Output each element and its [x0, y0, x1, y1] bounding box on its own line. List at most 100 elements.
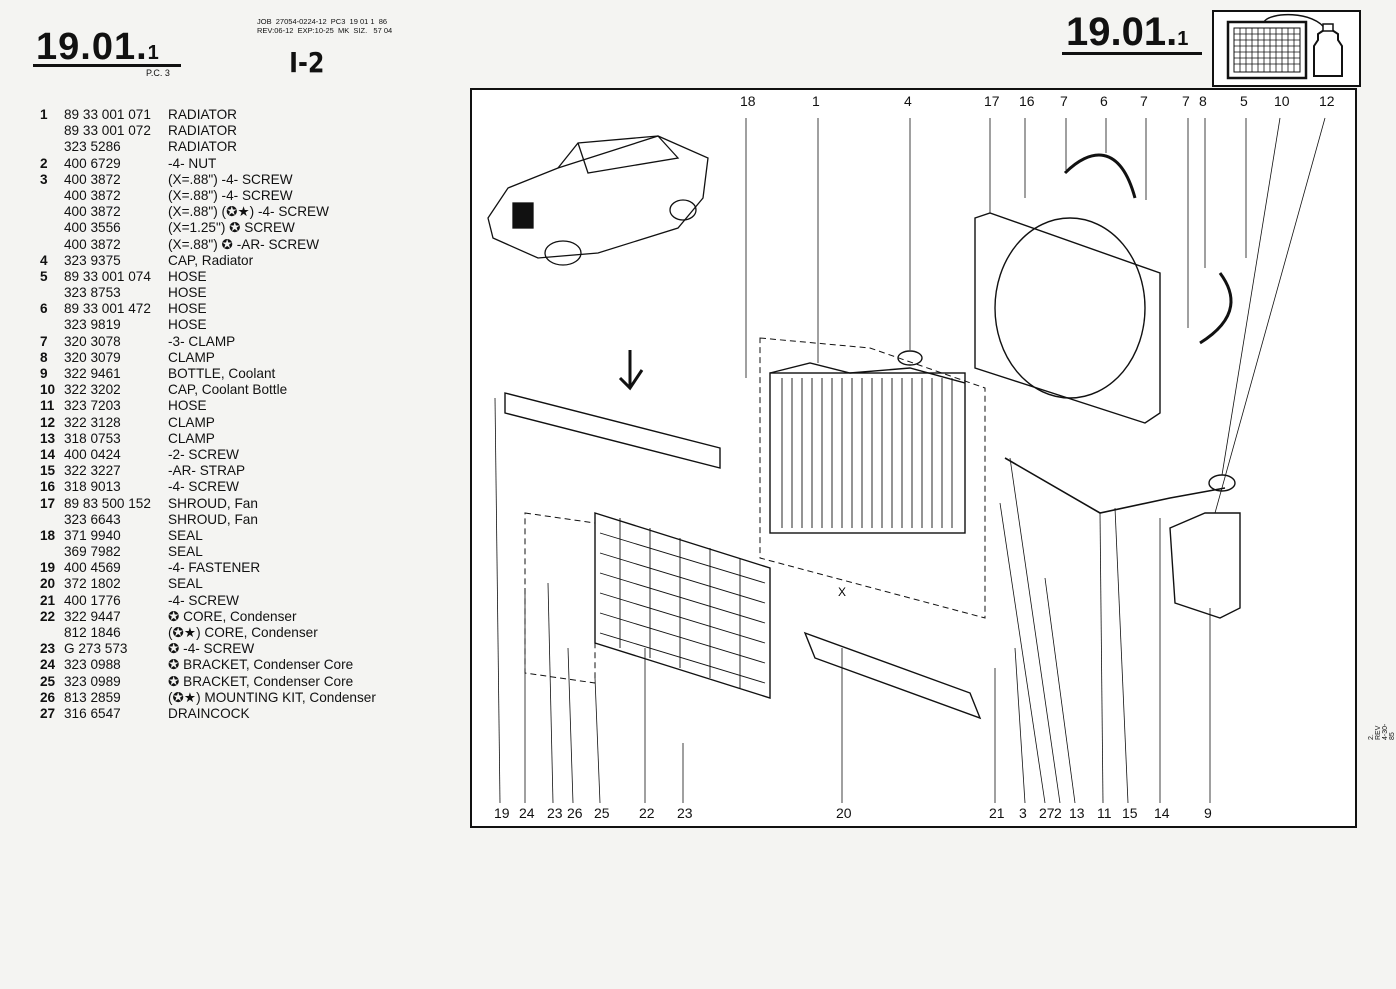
parts-ref: 25: [40, 673, 56, 689]
parts-desc: HOSE: [168, 398, 207, 414]
parts-desc: RADIATOR: [168, 139, 237, 155]
parts-desc: SHROUD, Fan: [168, 495, 258, 511]
parts-pno: G 273 573: [64, 641, 128, 657]
seal-strip-lower: [803, 631, 982, 720]
parts-desc: -AR- STRAP: [168, 463, 246, 479]
parts-desc: -4- SCREW: [168, 479, 239, 495]
parts-desc: (X=.88") -4- SCREW: [168, 187, 293, 203]
callout-number: 15: [1122, 805, 1138, 821]
job-line-1: JOB 27054-0224-12 PC3 19 01 1 86: [257, 17, 388, 26]
parts-ref: 7: [40, 333, 48, 349]
diagram-drawing: [494, 117, 1326, 804]
parts-pno: 812 1846: [64, 625, 121, 640]
parts-pno: 371 9940: [64, 527, 121, 543]
parts-pno: 322 9461: [64, 366, 121, 381]
diagram-frame: [470, 88, 1357, 828]
callout-number: 14: [1154, 805, 1170, 821]
parts-ref: 10: [40, 382, 56, 398]
callout-number: 22: [639, 805, 655, 821]
parts-desc: RADIATOR: [168, 123, 237, 139]
parts-desc: (X=1.25") ✪ SCREW: [168, 220, 295, 236]
radiator-icon: [1212, 10, 1361, 87]
parts-desc: CAP, Coolant Bottle: [168, 382, 288, 398]
section-number-main: 19.01.: [36, 26, 148, 68]
parts-desc: (X=.88") ✪ -AR- SCREW: [168, 236, 320, 252]
shroud-opening: [994, 217, 1146, 399]
parts-ref: 4: [40, 252, 48, 268]
condenser-core: [594, 512, 771, 699]
parts-ref: 24: [40, 657, 56, 673]
parts-pno: 318 9013: [64, 479, 121, 495]
section-underline: [33, 64, 181, 67]
parts-desc: HOSE: [168, 268, 207, 284]
parts-ref: 3: [40, 171, 48, 187]
callout-number: 19: [494, 805, 510, 821]
callout-number: 16: [1019, 93, 1035, 109]
callout-number: 20: [836, 805, 852, 821]
parts-pno: 400 4569: [64, 560, 121, 576]
parts-desc: ✪ BRACKET, Condenser Core: [168, 657, 354, 673]
callout-number: 5: [1240, 93, 1248, 109]
parts-ref: 26: [40, 689, 56, 705]
parts-pno: 89 33 001 072: [64, 123, 151, 139]
parts-pno: 400 6729: [64, 155, 121, 171]
parts-desc: (X=.88") -4- SCREW: [168, 171, 293, 187]
parts-desc: (✪★) MOUNTING KIT, Condenser: [168, 689, 376, 705]
parts-pno: 323 6643: [64, 511, 121, 527]
callout-number: 9: [1204, 805, 1212, 821]
callout-number: 8: [1199, 93, 1207, 109]
parts-pno: 400 3556: [64, 220, 121, 236]
callout-number: 7: [1182, 93, 1190, 109]
section-underline-right: [1062, 52, 1202, 55]
parts-pno: 318 0753: [64, 430, 121, 446]
car-illustration: [487, 135, 709, 266]
parts-desc: SEAL: [168, 544, 203, 560]
section-number-right-sub: 1: [1177, 28, 1189, 50]
callout-number: 2: [1054, 805, 1062, 821]
parts-ref: 16: [40, 479, 56, 495]
parts-pno: 813 2859: [64, 689, 121, 705]
callout-number: 23: [547, 805, 563, 821]
parts-desc: BOTTLE, Coolant: [168, 366, 276, 381]
parts-desc: CLAMP: [168, 349, 215, 365]
parts-desc: SHROUD, Fan: [168, 511, 258, 527]
callout-number: 7: [1060, 93, 1068, 109]
callout-number: 26: [567, 805, 583, 821]
parts-pno: 400 1776: [64, 592, 121, 608]
parts-ref: 8: [40, 349, 48, 365]
parts-pno: 322 3202: [64, 382, 121, 398]
parts-desc: RADIATOR: [168, 107, 237, 122]
parts-pno: 369 7982: [64, 544, 121, 560]
parts-ref: 20: [40, 576, 56, 592]
parts-desc: SEAL: [168, 527, 203, 543]
parts-ref: 19: [40, 560, 56, 576]
parts-ref: 6: [40, 301, 48, 317]
callout-number: 7: [1140, 93, 1148, 109]
parts-pno: 323 7203: [64, 398, 121, 414]
parts-pno: 320 3078: [64, 333, 121, 349]
x-dimension-label: X: [838, 585, 846, 599]
callout-number: 4: [904, 93, 912, 109]
arrow-mark: [618, 350, 644, 391]
parts-desc: (✪★) CORE, Condenser: [168, 625, 318, 640]
parts-desc: -4- NUT: [168, 155, 217, 171]
parts-pno: 400 0424: [64, 446, 121, 462]
parts-ref: 14: [40, 446, 56, 462]
section-number-sub: 1: [147, 42, 160, 64]
parts-pno: 400 3872: [64, 187, 121, 203]
parts-desc: CAP, Radiator: [168, 252, 254, 268]
parts-pno: 400 3872: [64, 204, 121, 220]
parts-pno: 323 9819: [64, 317, 121, 333]
callout-number: 10: [1274, 93, 1290, 109]
parts-desc: CLAMP: [168, 430, 215, 446]
parts-ref: 2: [40, 155, 48, 171]
parts-desc: -2- SCREW: [168, 446, 239, 462]
parts-ref: 1: [40, 107, 48, 122]
parts-ref: 13: [40, 430, 56, 446]
parts-desc: HOSE: [168, 301, 207, 317]
parts-desc: ✪ BRACKET, Condenser Core: [168, 673, 354, 689]
